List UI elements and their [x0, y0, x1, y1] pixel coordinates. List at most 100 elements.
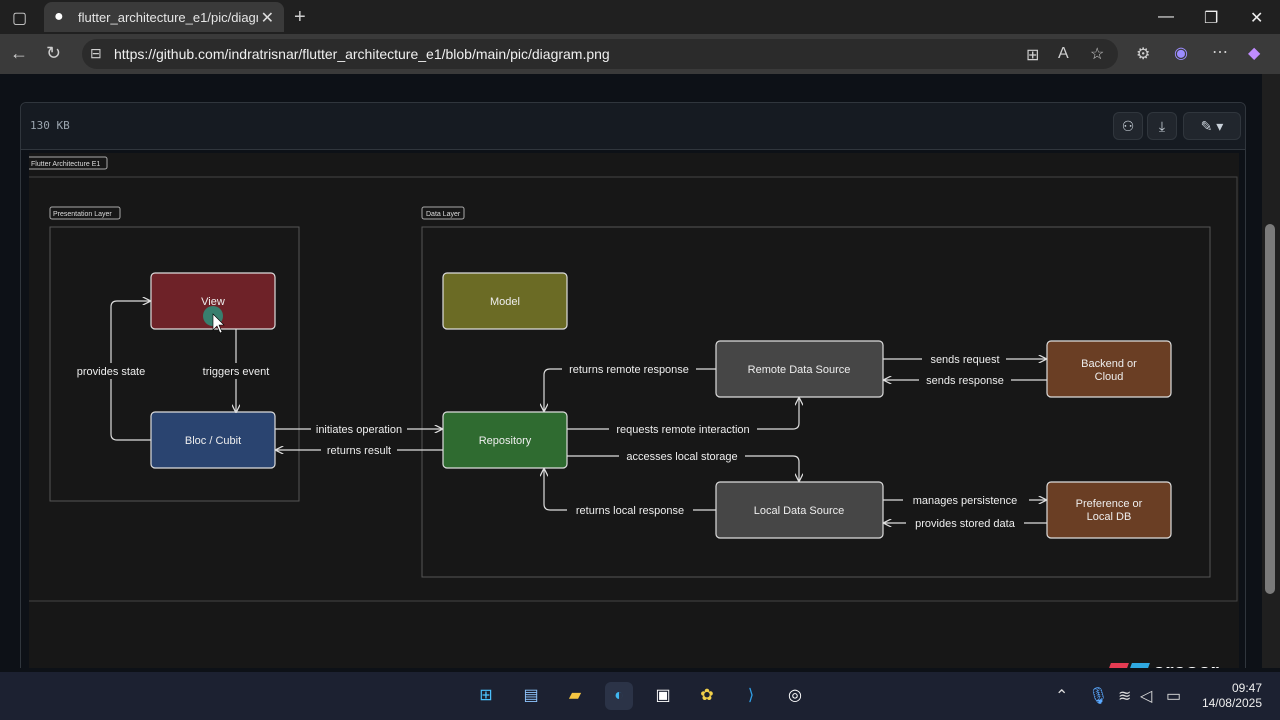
close-window-icon[interactable]: ✕	[1250, 10, 1264, 27]
page-content: 130 KB ⚇ ⤓ ✎ ▾ Flutter Architecture E1	[0, 74, 1262, 668]
label-returns-local-response: returns local response	[576, 505, 684, 517]
more-menu-icon[interactable]: ⋯	[1212, 44, 1228, 61]
file-size: 130 KB	[30, 119, 70, 132]
label-returns-remote-response: returns remote response	[569, 364, 689, 376]
close-tab-icon[interactable]: ✕	[260, 10, 274, 27]
label-bg-manages-persistence	[903, 492, 1029, 508]
pref-node	[1046, 481, 1172, 539]
copilot-icon[interactable]: ◆	[1248, 45, 1261, 62]
label-returns-result: returns result	[327, 445, 391, 457]
clock-time: 09:47	[1231, 681, 1262, 695]
microphone-icon[interactable]: 🎙	[1088, 688, 1109, 705]
edge-returns-local-response	[544, 469, 716, 511]
profile-icon[interactable]: ◉	[1174, 45, 1188, 62]
bloc-label: Bloc / Cubit	[185, 435, 241, 447]
photos-icon[interactable]: ✿	[700, 687, 714, 704]
label-bg-requests-remote-interaction	[609, 421, 757, 437]
model-label: Model	[490, 296, 520, 308]
backend-label-1: Backend or	[1081, 358, 1137, 370]
page-scrollbar[interactable]	[1262, 74, 1280, 668]
pref-label-2: Local DB	[1087, 511, 1132, 523]
edit-button[interactable]: ✎ ▾	[1183, 112, 1241, 140]
label-bg-initiates-operation	[311, 421, 407, 437]
architecture-diagram: Flutter Architecture E1 Presentation Lay…	[26, 156, 1238, 602]
label-bg-triggers-event	[199, 363, 275, 379]
diagram-title: Flutter Architecture E1	[31, 161, 100, 168]
github-icon: ●	[54, 8, 64, 25]
edge-requests-remote-interaction	[567, 398, 799, 430]
volume-icon[interactable]: ◁	[1140, 688, 1153, 705]
edge-returns-remote-response	[544, 368, 716, 411]
file-panel: 130 KB ⚇ ⤓ ✎ ▾ Flutter Architecture E1	[20, 102, 1246, 668]
presentation-layer-label: Presentation Layer	[53, 211, 112, 218]
label-bg-returns-result	[321, 442, 397, 458]
diagram-image: Flutter Architecture E1 Presentation Lay…	[26, 153, 1239, 668]
model-node	[442, 272, 568, 330]
obs-icon[interactable]: ◎	[788, 687, 802, 704]
eraser-wordmark: eraser	[1153, 659, 1219, 668]
remote-label: Remote Data Source	[748, 364, 851, 376]
vscode-icon[interactable]: ⟩	[747, 687, 755, 704]
clock-date: 14/08/2025	[1201, 696, 1262, 710]
browser-toolbar: ← ↻ ⊟ https://github.com/indratrisnar/fl…	[0, 34, 1280, 74]
label-bg-sends-response	[919, 372, 1011, 388]
label-provides-stored-data: provides stored data	[915, 518, 1016, 530]
tab-title: flutter_architecture_e1/pic/diagram.png	[78, 10, 258, 25]
restore-icon[interactable]: ❐	[1204, 10, 1219, 27]
notepad-icon[interactable]: ▤	[523, 687, 539, 704]
view-label: View	[201, 296, 225, 308]
extensions-icon[interactable]: ⚙	[1136, 46, 1151, 63]
refresh-icon[interactable]: ↻	[46, 43, 62, 63]
presentation-label-box	[49, 206, 121, 220]
wifi-icon[interactable]: ≋	[1118, 688, 1132, 705]
eraser-mark-red	[1105, 663, 1129, 668]
read-aloud-icon[interactable]: A	[1058, 45, 1069, 62]
browser-tab[interactable]: ● flutter_architecture_e1/pic/diagram.pn…	[44, 2, 284, 32]
app-available-icon[interactable]: ⊞	[1026, 47, 1040, 64]
start-icon[interactable]: ⊞	[479, 687, 493, 704]
scrollbar-thumb[interactable]	[1265, 224, 1275, 594]
eraser-logo: eraser	[1105, 659, 1219, 668]
local-label: Local Data Source	[754, 505, 845, 517]
tray-chevron-icon[interactable]: ⌃	[1055, 688, 1069, 705]
label-manages-persistence: manages persistence	[913, 495, 1018, 507]
cursor-icon	[212, 313, 225, 334]
label-bg-sends-request	[922, 351, 1006, 367]
terminal-icon[interactable]: ▣	[655, 687, 671, 704]
site-info-icon[interactable]: ⊟	[90, 45, 102, 61]
label-sends-response: sends response	[926, 375, 1004, 387]
windows-taskbar: ⊞ ▤ ▰ ◐ ▣ ✿ ⟩ ◎ ⌃ 🎙 ≋ ◁ ▭ 09:47 14/08/20…	[0, 672, 1280, 720]
label-bg-returns-remote-response	[562, 361, 696, 377]
label-provides-state: provides state	[77, 366, 145, 378]
file-explorer-icon[interactable]: ▰	[568, 687, 582, 704]
data-layer-label: Data Layer	[426, 211, 461, 218]
repository-node	[442, 411, 568, 469]
file-header: 130 KB ⚇ ⤓ ✎ ▾	[21, 103, 1245, 150]
system-clock[interactable]: 09:47 14/08/2025	[1202, 681, 1262, 711]
edge-icon[interactable]: ◐	[605, 682, 633, 710]
label-requests-remote-interaction: requests remote interaction	[616, 424, 749, 436]
browser-titlebar: ▢ ● flutter_architecture_e1/pic/diagram.…	[0, 0, 1280, 34]
favorite-star-icon[interactable]: ☆	[1090, 46, 1105, 63]
label-triggers-event: triggers event	[203, 366, 270, 378]
download-button[interactable]: ⤓	[1147, 112, 1177, 140]
new-tab-icon[interactable]: +	[294, 6, 306, 28]
repository-label: Repository	[479, 435, 532, 447]
presentation-layer-frame	[49, 226, 300, 502]
label-bg-returns-local-response	[567, 502, 693, 518]
minimize-icon[interactable]: —	[1158, 8, 1174, 25]
sidebar-icon[interactable]: ▢	[12, 10, 28, 27]
url-text: https://github.com/indratrisnar/flutter_…	[114, 46, 610, 62]
copilot-button[interactable]: ⚇	[1113, 112, 1143, 140]
address-bar[interactable]: ⊟ https://github.com/indratrisnar/flutte…	[82, 39, 1118, 69]
pref-label-1: Preference or	[1076, 498, 1143, 510]
back-icon[interactable]: ←	[10, 43, 28, 63]
data-layer-frame	[421, 226, 1211, 578]
label-bg-provides-state	[73, 363, 151, 379]
label-sends-request: sends request	[930, 354, 999, 366]
battery-icon[interactable]: ▭	[1166, 688, 1182, 705]
label-accesses-local-storage: accesses local storage	[626, 451, 737, 463]
label-bg-accesses-local-storage	[619, 448, 745, 464]
label-initiates-operation: initiates operation	[316, 424, 402, 436]
eraser-mark-blue	[1126, 663, 1150, 668]
